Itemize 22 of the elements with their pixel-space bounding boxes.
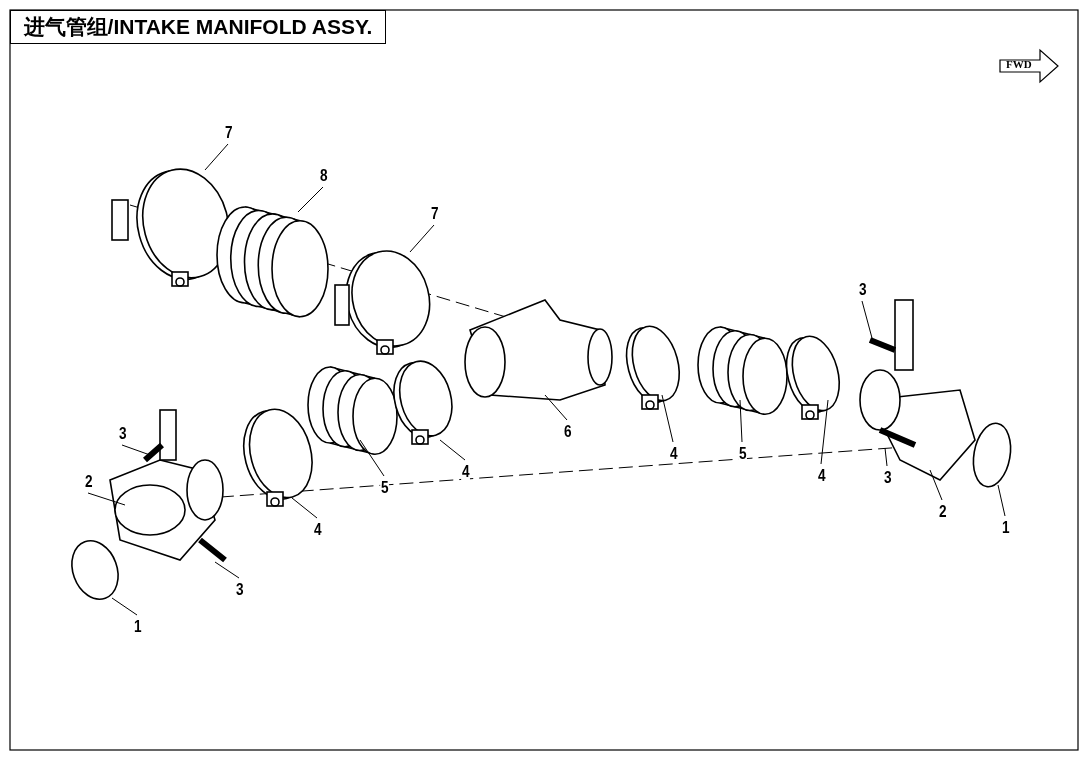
leader-line <box>820 399 829 465</box>
leader-line <box>87 492 126 506</box>
callout-number: 4 <box>461 463 471 481</box>
direction-label: FWD <box>1006 58 1032 70</box>
leader-line <box>739 399 743 443</box>
leader-line <box>409 224 435 253</box>
leader-line <box>121 444 151 456</box>
leader-line <box>861 300 873 339</box>
leader-line <box>997 484 1006 517</box>
leader-line <box>544 394 568 421</box>
leader-line <box>214 561 240 579</box>
leader-line <box>359 439 385 477</box>
leader-line <box>297 186 324 213</box>
leader-line <box>929 469 943 501</box>
leader-line <box>439 439 466 461</box>
leader-line <box>884 447 888 467</box>
leader-line <box>111 597 138 616</box>
leader-line <box>291 497 318 519</box>
callout-number: 5 <box>738 445 748 463</box>
leader-line <box>204 143 229 171</box>
leader-line <box>661 394 674 443</box>
title-box: 进气管组/INTAKE MANIFOLD ASSY. <box>10 10 386 44</box>
